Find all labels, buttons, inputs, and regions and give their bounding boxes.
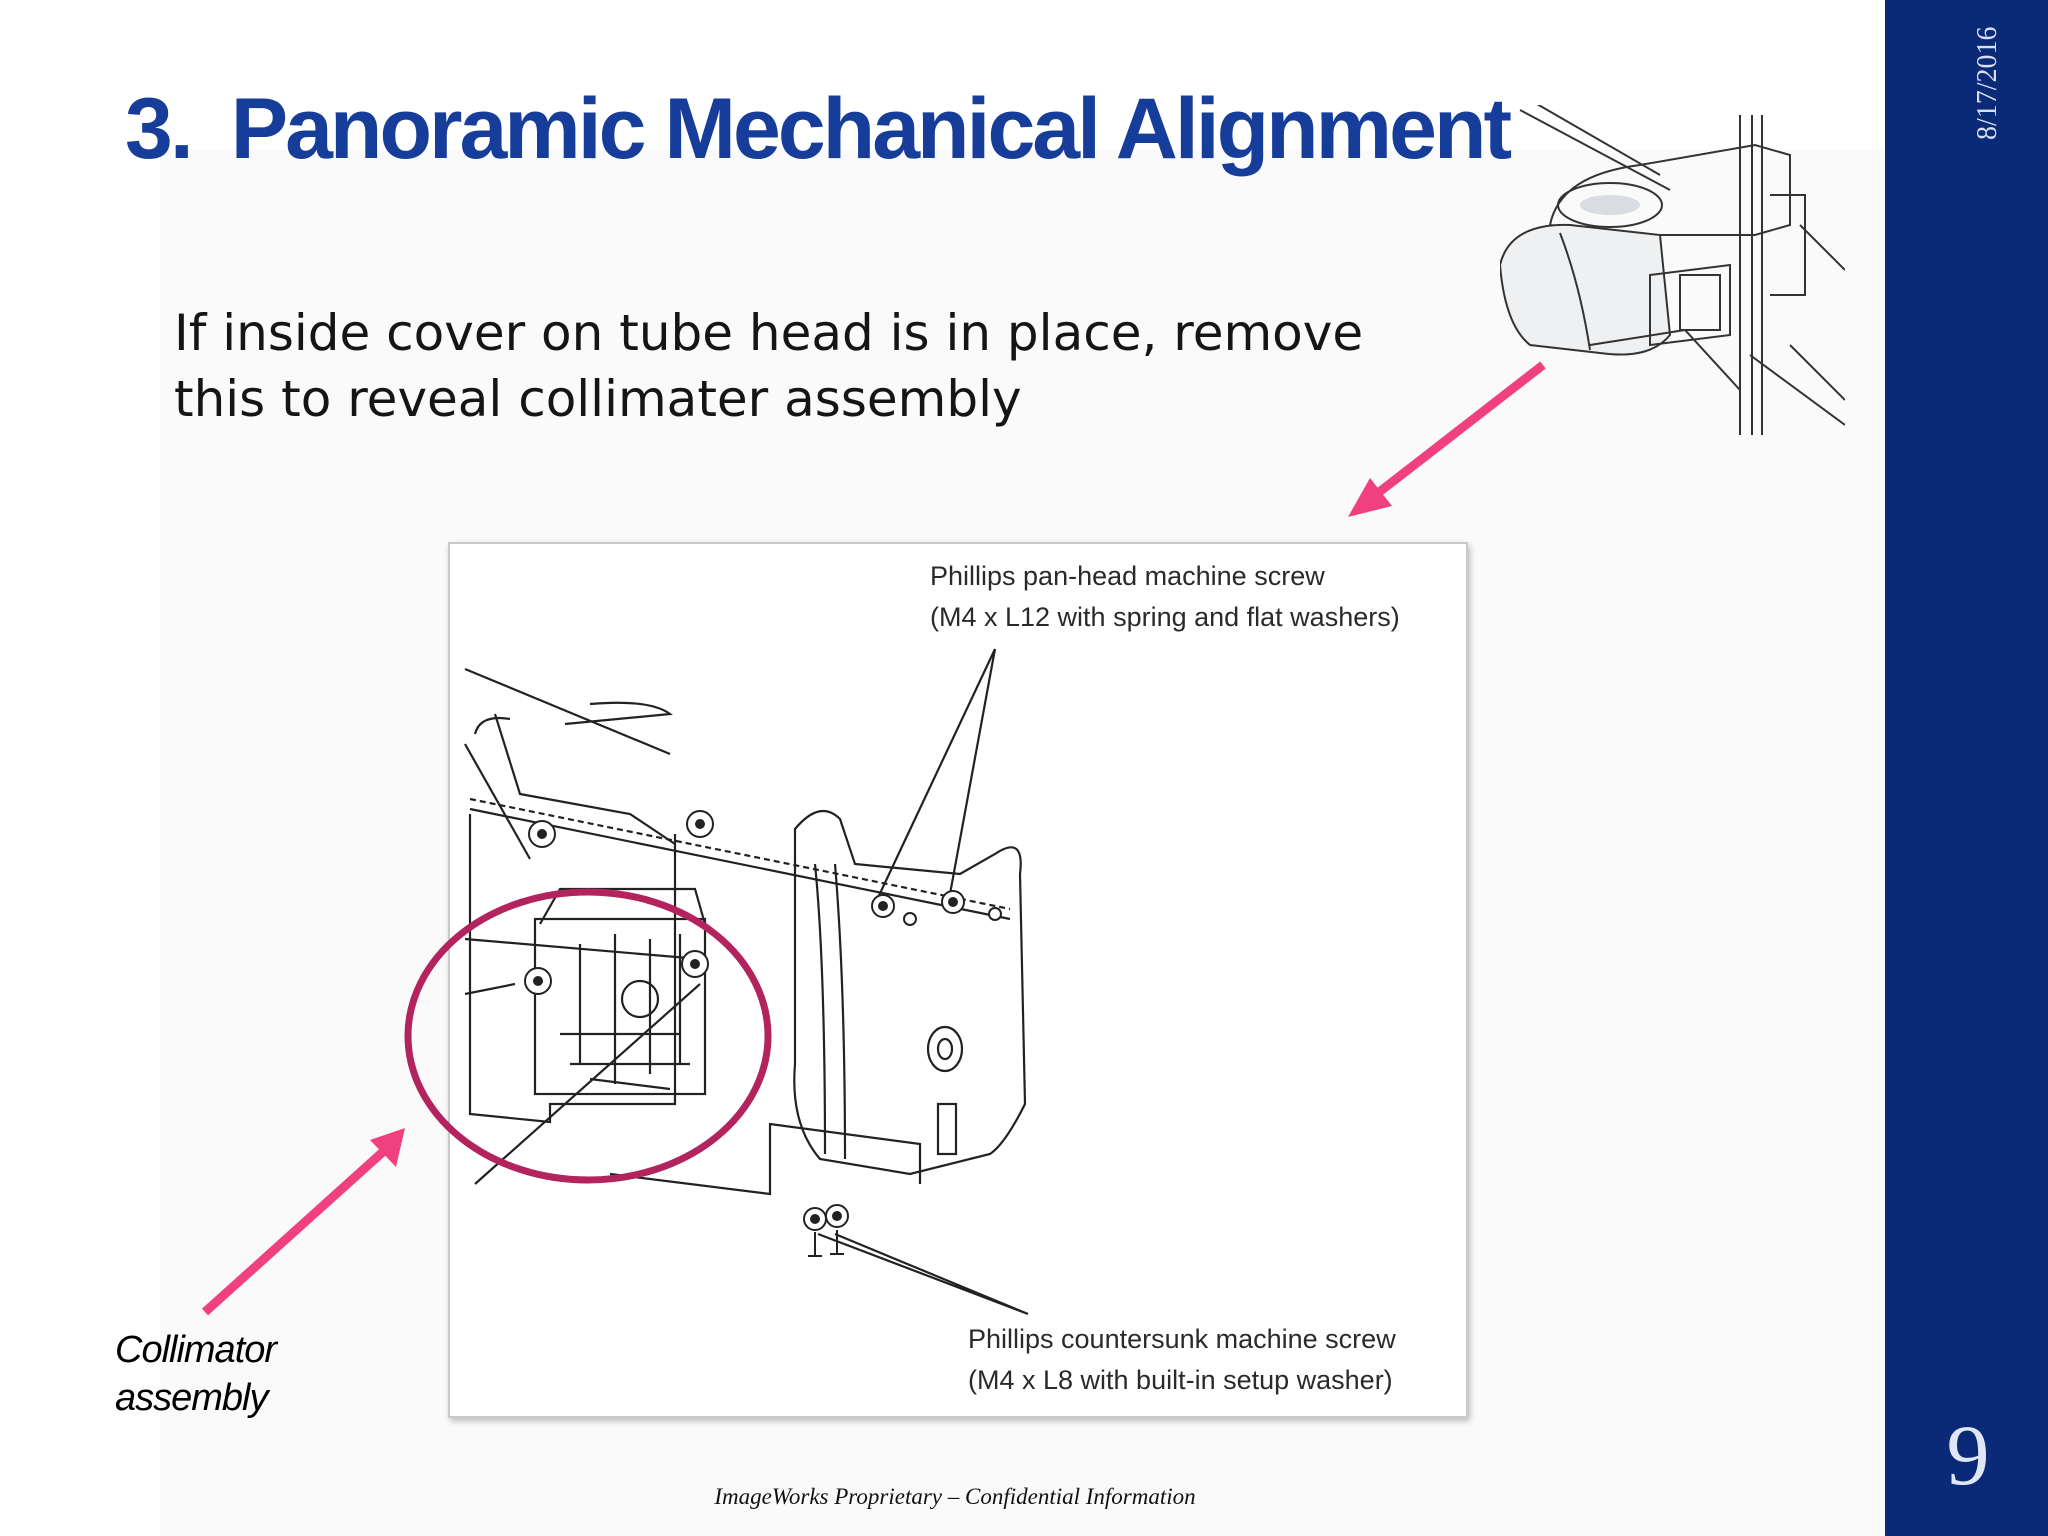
title-number: 3.: [125, 81, 194, 177]
instruction-text: If inside cover on tube head is in place…: [174, 304, 1364, 428]
collimator-exploded-diagram: [464, 648, 1029, 1316]
collimator-label-line2: assembly: [115, 1377, 269, 1419]
callout-top-line1: Phillips pan-head machine screw: [930, 561, 1325, 591]
collimator-diagram-panel: Phillips pan-head machine screw (M4 x L1…: [448, 542, 1468, 1418]
callout-bottom-line1: Phillips countersunk machine screw: [968, 1324, 1396, 1354]
arrow-pointer-bottom: [201, 1128, 405, 1316]
collimator-label: Collimator assembly: [115, 1326, 277, 1422]
pan-head-screw-callout: Phillips pan-head machine screw (M4 x L1…: [930, 556, 1400, 638]
callout-bottom-line2: (M4 x L8 with built-in setup washer): [968, 1365, 1393, 1395]
countersunk-screw-callout: Phillips countersunk machine screw (M4 x…: [968, 1319, 1396, 1401]
sidebar-band: [1885, 0, 2048, 1536]
footer-confidential: ImageWorks Proprietary – Confidential In…: [714, 1484, 1196, 1509]
title-text: Panoramic Mechanical Alignment: [230, 81, 1512, 177]
collimator-highlight-circle: [404, 888, 772, 1184]
callout-top-line2: (M4 x L12 with spring and flat washers): [930, 602, 1400, 632]
tube-head-illustration: [1500, 105, 1845, 435]
slide-title: 3. Panoramic Mechanical Alignment: [125, 80, 1512, 179]
collimator-label-line1: Collimator: [115, 1329, 277, 1371]
arrow-pointer-top: [1348, 361, 1546, 517]
page-number: 9: [1946, 1407, 1990, 1503]
